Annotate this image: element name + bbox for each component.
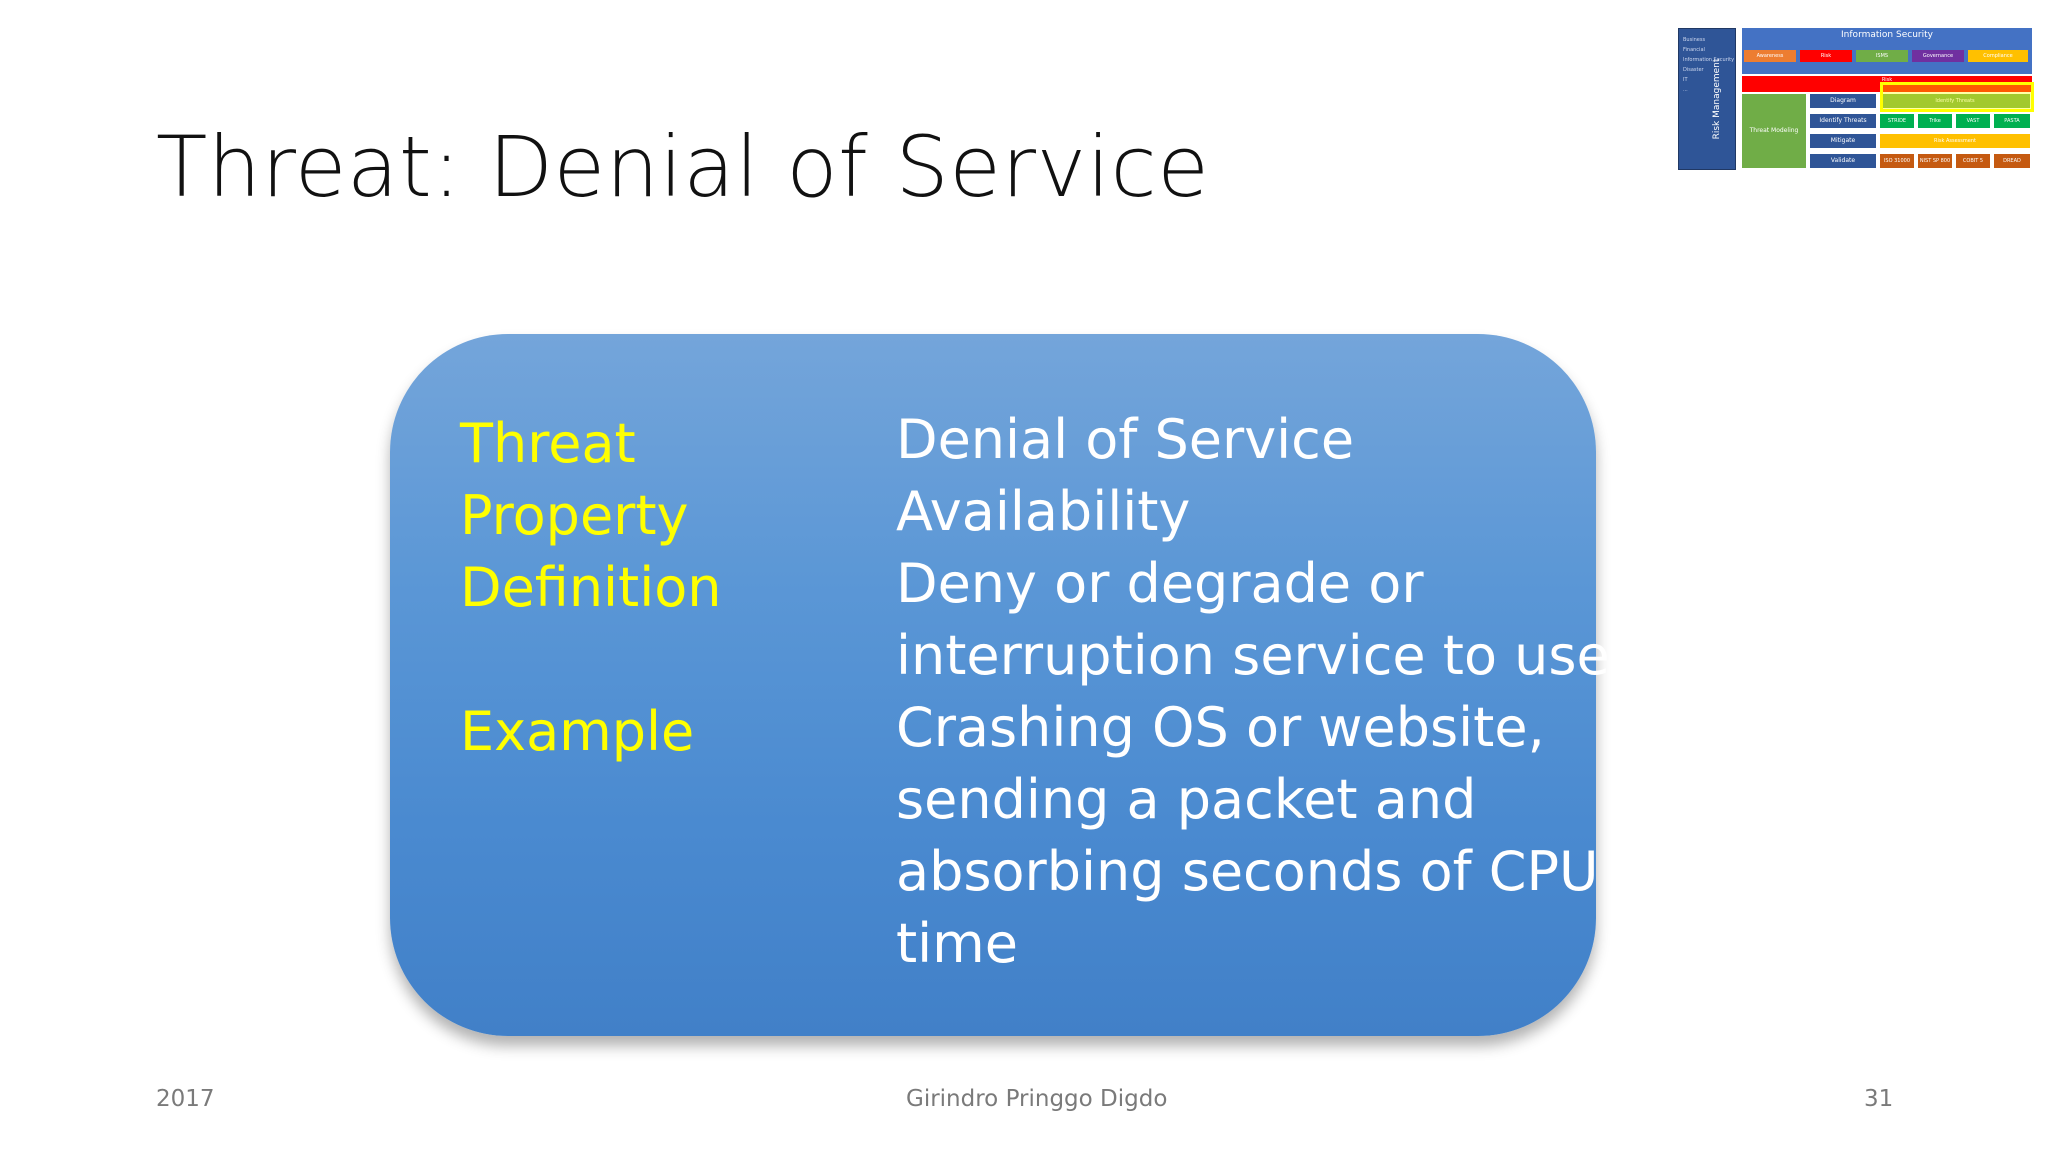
highlight-marker: [1880, 82, 2034, 112]
overview-diagram-thumbnail: Business Financial Information Security …: [1678, 28, 2034, 170]
rm-item: ...: [1683, 87, 1688, 93]
step-identify-threats: Identify Threats: [1810, 114, 1876, 128]
rm-item: Information Security: [1683, 57, 1735, 63]
method-pasta: PASTA: [1994, 114, 2030, 128]
footer-year: 2017: [156, 1086, 215, 1112]
footer-page-number: 31: [1864, 1086, 1894, 1112]
label-example: Example: [460, 700, 695, 763]
threat-modeling-box: Threat Modeling: [1742, 94, 1806, 168]
content-panel: Threat Denial of Service Property Availa…: [390, 334, 1661, 1036]
risk-management-label: Risk Management: [1712, 58, 1722, 140]
step-diagram: Diagram: [1810, 94, 1876, 108]
value-example-cont: absorbing seconds of CPU: [896, 840, 1599, 903]
chip-awareness: Awareness: [1744, 50, 1796, 62]
label-property: Property: [460, 484, 689, 547]
value-example-cont: time: [896, 912, 1019, 975]
value-definition: Deny or degrade or: [896, 552, 1424, 615]
chip-risk: Risk: [1800, 50, 1852, 62]
rm-item: Financial: [1683, 47, 1705, 53]
chip-isms: ISMS: [1856, 50, 1908, 62]
method-vast: VAST: [1956, 114, 1990, 128]
assess-iso: ISO 31000: [1880, 154, 1914, 168]
risk-management-list: Business Financial Information Security …: [1683, 35, 1734, 95]
rm-item: Disaster: [1683, 67, 1704, 73]
value-definition-cont: interruption service to users: [896, 624, 1661, 687]
value-threat: Denial of Service: [896, 408, 1355, 471]
assess-nist: NIST SP 800: [1918, 154, 1952, 168]
value-property: Availability: [896, 480, 1191, 543]
step-validate: Validate: [1810, 154, 1876, 168]
assess-dread: DREAD: [1994, 154, 2030, 168]
rm-item: Business: [1683, 37, 1706, 43]
assess-cobit: COBIT 5: [1956, 154, 1990, 168]
slide-title: Threat: Denial of Service: [156, 118, 1210, 216]
risk-assessment-bar: Risk Assessment: [1880, 134, 2030, 148]
method-stride: STRIDE: [1880, 114, 1914, 128]
risk-management-column: Business Financial Information Security …: [1678, 28, 1736, 170]
value-example-cont: sending a packet and: [896, 768, 1477, 831]
step-mitigate: Mitigate: [1810, 134, 1876, 148]
rm-item: IT: [1683, 77, 1688, 83]
footer-author: Girindro Pringgo Digdo: [906, 1086, 1168, 1112]
label-definition: Definition: [460, 556, 722, 619]
label-threat: Threat: [460, 412, 636, 475]
chip-compliance: Compliance: [1968, 50, 2028, 62]
information-security-title: Information Security: [1841, 30, 1933, 40]
method-trike: Trike: [1918, 114, 1952, 128]
chip-governance: Governance: [1912, 50, 1964, 62]
value-example: Crashing OS or website,: [896, 696, 1545, 759]
identify-threats-bar: Identify Threats: [1880, 94, 2030, 108]
